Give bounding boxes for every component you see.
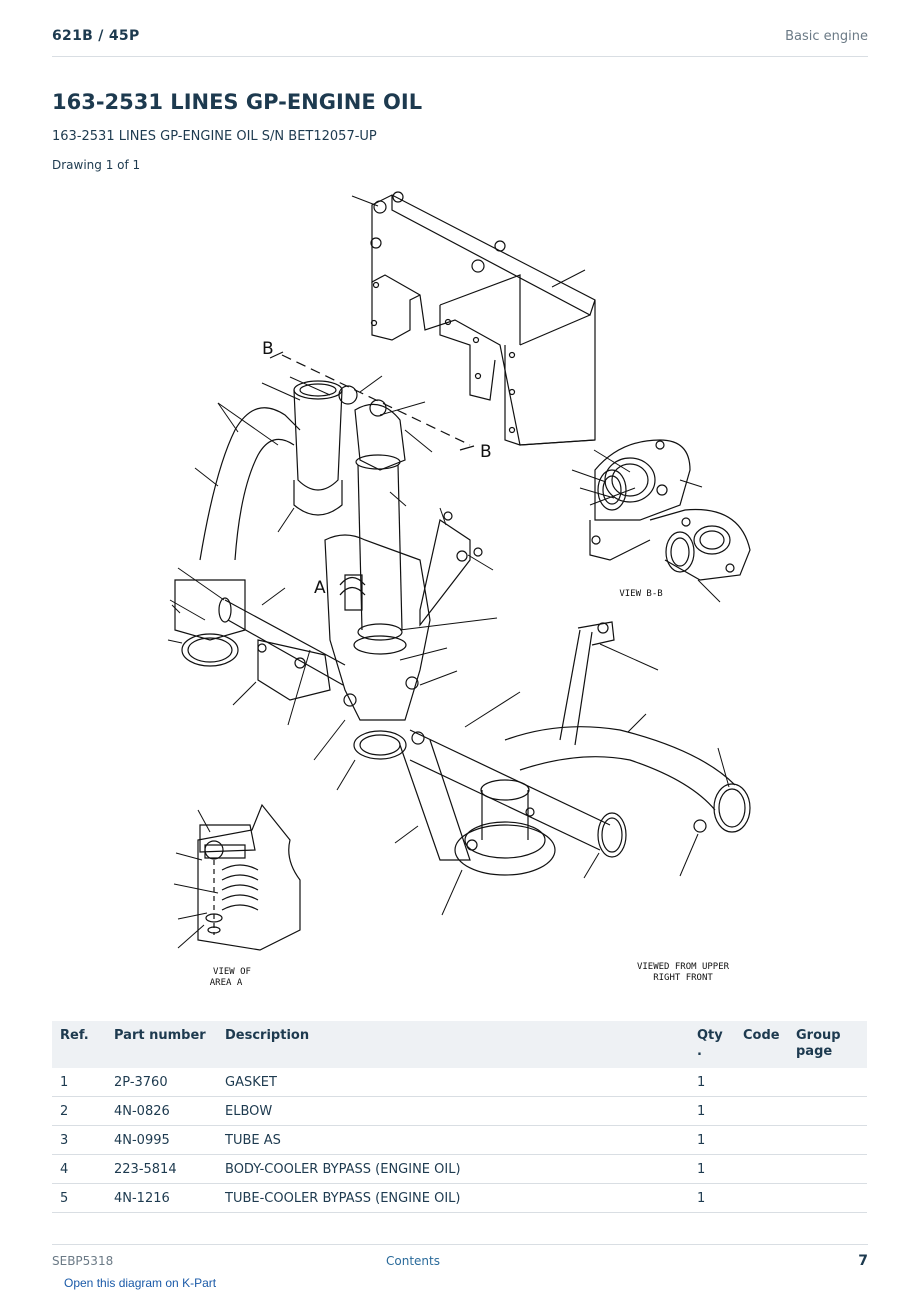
cell-ref: 2 [52, 1096, 106, 1126]
area-a-detail [197, 803, 301, 951]
lower-tube-and-flange [399, 621, 751, 876]
document-id: SEBP5318 [52, 1254, 114, 1268]
cell-part-number: 4N-0995 [106, 1125, 217, 1155]
table-row: 1 2P-3760 GASKET 1 [52, 1068, 867, 1097]
page-footer: SEBP5318 Contents 7 [52, 1244, 868, 1269]
header-part-number: Part number [114, 1028, 206, 1043]
section-b-label-bottom: B [480, 442, 492, 462]
cell-description: TUBE-COOLER BYPASS (ENGINE OIL) [217, 1183, 689, 1213]
cell-code [735, 1154, 788, 1184]
contents-link[interactable]: Contents [386, 1254, 440, 1268]
cell-group-page [788, 1183, 867, 1213]
leader-lines [167, 195, 730, 949]
table-header-row: Ref. Part number Description Qty . Code … [52, 1021, 867, 1068]
page-header: 621B / 45P Basic engine [52, 28, 868, 57]
table-row: 4 223-5814 BODY-COOLER BYPASS (ENGINE OI… [52, 1154, 867, 1184]
cell-part-number: 223-5814 [106, 1154, 217, 1184]
header-code: Code [743, 1028, 780, 1043]
area-a-label: A [314, 578, 326, 598]
view-b-b-caption: VIEW B-B [619, 589, 662, 599]
cell-group-page [788, 1096, 867, 1126]
section-name: Basic engine [785, 29, 868, 44]
page-subtitle: 163-2531 LINES GP-ENGINE OIL S/N BET1205… [52, 129, 377, 144]
area-a-caption-line2: AREA A [210, 978, 243, 988]
cell-ref: 3 [52, 1125, 106, 1155]
table-row: 3 4N-0995 TUBE AS 1 [52, 1125, 867, 1155]
section-b-label-top: B [262, 339, 274, 359]
viewed-caption-line1: VIEWED FROM UPPER [637, 962, 730, 972]
parts-table: Ref. Part number Description Qty . Code … [52, 1021, 867, 1213]
cell-qty: 1 [689, 1154, 735, 1184]
cell-ref: 1 [52, 1068, 106, 1097]
table-row: 5 4N-1216 TUBE-COOLER BYPASS (ENGINE OIL… [52, 1183, 867, 1213]
cell-code [735, 1068, 788, 1097]
engine-oil-lines-drawing: B B A VIEW B-B VIEW OF AREA A VIEWED FRO… [167, 191, 751, 988]
kpart-link[interactable]: Open this diagram on K-Part [64, 1276, 217, 1290]
cell-code [735, 1125, 788, 1155]
cell-group-page [788, 1154, 867, 1184]
cell-code [735, 1183, 788, 1213]
parts-diagram: B B A VIEW B-B VIEW OF AREA A VIEWED FRO… [150, 180, 770, 1000]
cell-group-page [788, 1125, 867, 1155]
cell-qty: 1 [689, 1183, 735, 1213]
cell-description: TUBE AS [217, 1125, 689, 1155]
mounting-bracket [370, 191, 596, 446]
header-description: Description [225, 1028, 310, 1043]
cell-ref: 5 [52, 1183, 106, 1213]
drawing-counter: Drawing 1 of 1 [52, 158, 141, 172]
page-number: 7 [858, 1253, 868, 1269]
view-b-b-detail [589, 439, 751, 581]
cell-ref: 4 [52, 1154, 106, 1184]
oil-cooler-bypass-tube [174, 407, 346, 686]
viewed-caption-line2: RIGHT FRONT [653, 973, 713, 983]
cell-qty: 1 [689, 1096, 735, 1126]
cell-qty: 1 [689, 1125, 735, 1155]
machine-model: 621B / 45P [52, 28, 140, 44]
header-group-page: Group page [796, 1028, 841, 1059]
cell-code [735, 1096, 788, 1126]
cell-description: GASKET [217, 1068, 689, 1097]
cell-part-number: 2P-3760 [106, 1068, 217, 1097]
cell-description: ELBOW [217, 1096, 689, 1126]
area-a-caption-line1: VIEW OF [213, 967, 251, 977]
table-row: 2 4N-0826 ELBOW 1 [52, 1096, 867, 1126]
header-qty: Qty . [697, 1028, 723, 1059]
cell-qty: 1 [689, 1068, 735, 1097]
section-b-markers [269, 351, 475, 451]
header-ref: Ref. [60, 1028, 89, 1043]
cooler-body [257, 511, 483, 760]
cell-part-number: 4N-1216 [106, 1183, 217, 1213]
cell-description: BODY-COOLER BYPASS (ENGINE OIL) [217, 1154, 689, 1184]
cell-part-number: 4N-0826 [106, 1096, 217, 1126]
cell-group-page [788, 1068, 867, 1097]
elbow-and-tube-assembly [293, 380, 407, 655]
page-title: 163-2531 LINES GP-ENGINE OIL [52, 90, 423, 114]
